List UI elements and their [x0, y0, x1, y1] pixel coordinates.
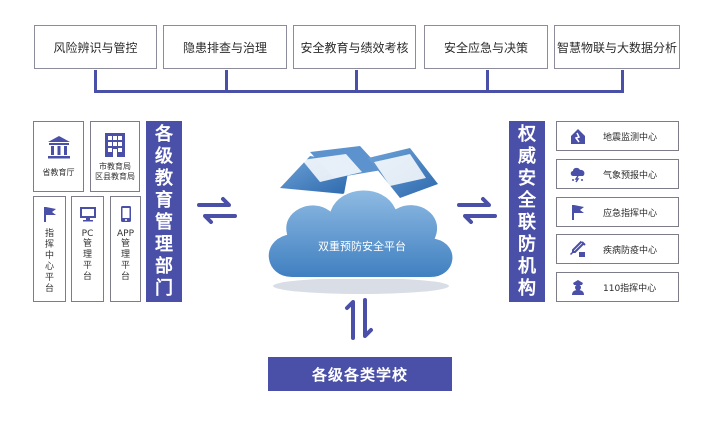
agency-emergency-command[interactable]: 应急指挥中心 [556, 197, 679, 227]
card-city-education[interactable]: 市教育局 区县教育局 [90, 121, 140, 192]
module-label: 隐患排查与治理 [182, 40, 267, 55]
card-label: PC [81, 229, 94, 239]
government-building-icon [47, 136, 70, 159]
agency-disease-control[interactable]: 疾病防疫中心 [556, 234, 679, 264]
module-iot-bigdata[interactable]: 智慧物联与大数据分析 [554, 25, 680, 69]
bracket-horizontal [94, 90, 624, 93]
agency-110-command[interactable]: 110指挥中心 [556, 272, 679, 302]
bar-label: 各级教育管理部门 [155, 123, 173, 299]
card-label: 省教育厅 [42, 168, 75, 177]
police-icon [572, 280, 584, 295]
bidirectional-arrow-icon [197, 197, 237, 224]
module-label: 安全应急与决策 [443, 40, 528, 55]
flag-icon [43, 207, 56, 222]
agency-label: 疾病防疫中心 [603, 245, 658, 256]
module-risk-control[interactable]: 风险辨识与管控 [34, 25, 157, 69]
bracket-tick [486, 70, 489, 93]
flag-icon [572, 205, 584, 220]
card-label: 指挥中心平台 [44, 229, 54, 294]
bracket-tick [94, 70, 97, 93]
education-departments-bar: 各级教育管理部门 [146, 121, 182, 302]
card-pc-platform[interactable]: PC 管理平台 [71, 196, 104, 302]
card-label: APP [116, 229, 134, 239]
office-building-icon [105, 133, 125, 157]
vertical-bidirectional-arrow-icon [345, 298, 373, 340]
bidirectional-arrow-icon [457, 197, 497, 224]
weather-storm-icon [570, 167, 585, 183]
safety-agencies-bar: 权威安全联防机构 [509, 121, 545, 302]
cloud-platform-icon [266, 146, 455, 294]
bracket-tick [355, 70, 358, 93]
phone-icon [120, 206, 131, 222]
agency-label: 地震监测中心 [603, 132, 658, 143]
card-label-sub: 管理平台 [120, 239, 130, 282]
module-label: 智慧物联与大数据分析 [556, 40, 677, 55]
card-app-platform[interactable]: APP 管理平台 [110, 196, 141, 302]
agency-label: 110指挥中心 [603, 283, 657, 294]
bracket-tick [621, 70, 624, 93]
card-label-line2: 区县教育局 [95, 172, 135, 181]
bracket-tick [225, 70, 228, 93]
syringe-icon [569, 240, 586, 257]
module-safety-education[interactable]: 安全教育与绩效考核 [293, 25, 416, 69]
agency-earthquake-center[interactable]: 地震监测中心 [556, 121, 679, 151]
agency-weather-center[interactable]: 气象预报中心 [556, 159, 679, 189]
schools-bar: 各级各类学校 [268, 357, 452, 391]
module-label: 风险辨识与管控 [53, 40, 138, 55]
monitor-icon [79, 207, 96, 222]
module-hazard-inspection[interactable]: 隐患排查与治理 [163, 25, 287, 69]
card-command-center[interactable]: 指挥中心平台 [33, 196, 66, 302]
platform-label: 双重预防安全平台 [318, 240, 406, 253]
bar-label: 权威安全联防机构 [518, 123, 536, 299]
agency-label: 气象预报中心 [603, 170, 658, 181]
module-emergency-decision[interactable]: 安全应急与决策 [424, 25, 548, 69]
card-label-sub: 管理平台 [82, 239, 92, 282]
agency-label: 应急指挥中心 [603, 208, 658, 219]
card-label-line1: 市教育局 [99, 162, 131, 171]
card-province-education[interactable]: 省教育厅 [33, 121, 84, 192]
earthquake-house-icon [571, 129, 585, 144]
bar-label: 各级各类学校 [311, 365, 408, 384]
module-label: 安全教育与绩效考核 [300, 40, 409, 55]
